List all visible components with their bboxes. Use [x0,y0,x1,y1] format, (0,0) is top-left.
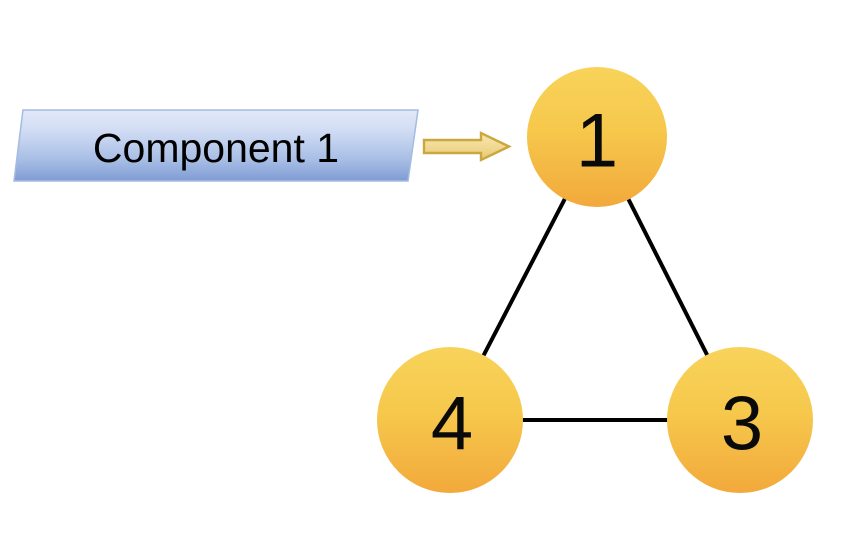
node-1-label: 1 [576,99,618,184]
component-1-callout-shape[interactable] [13,109,419,182]
graph-node-1[interactable]: 1 [527,67,667,207]
graph-node-4[interactable]: 4 [377,347,523,493]
node-4-label: 4 [431,382,473,467]
node-3-label: 3 [721,382,763,467]
node-1-circle[interactable] [527,67,667,207]
node-3-circle[interactable] [667,347,813,493]
component-1-callout-label: Component 1 [93,125,339,171]
callout-arrow [422,131,512,162]
graph-node-3[interactable]: 3 [667,347,813,493]
component-1-callout[interactable]: Component 1 [13,109,419,182]
arrow-right-icon [422,131,512,162]
node-4-circle[interactable] [377,347,523,493]
